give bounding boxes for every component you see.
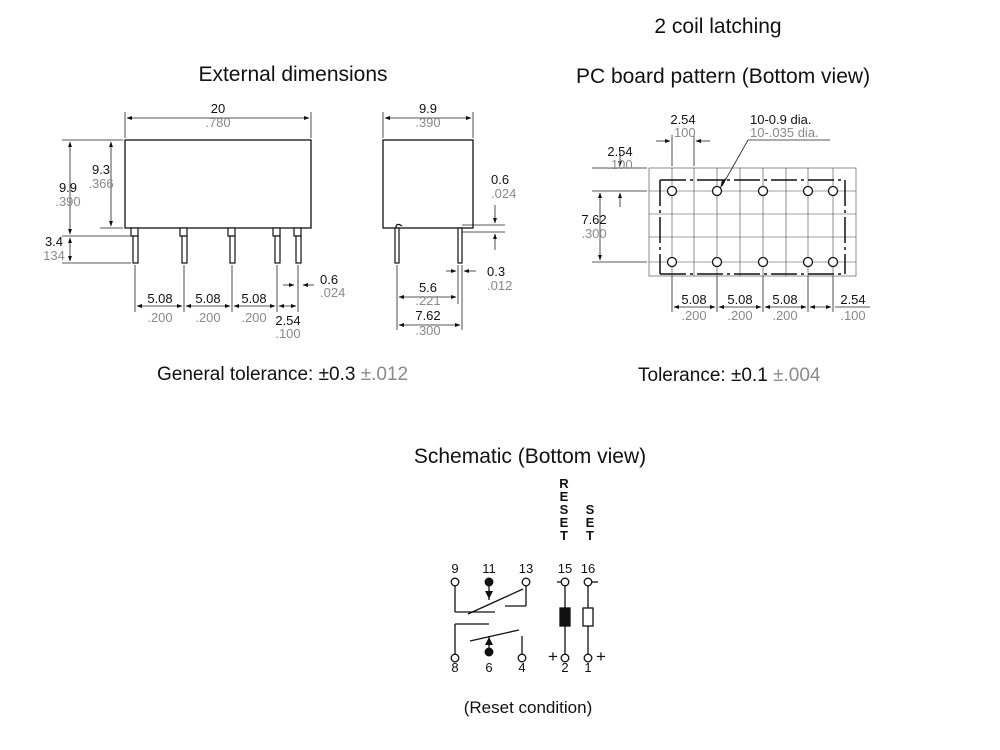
total-height-in: .390 [55,194,80,209]
contact-set-lower [450,623,527,663]
relay-body-side [382,139,474,229]
pin-16-label: 16 [581,561,595,576]
pin-length-in: 134 [43,248,65,263]
pcb-p4-in: .100 [840,308,865,323]
coil-plus-right: + [596,647,606,666]
pin-thickness2-mm: 0.3 [487,264,505,279]
front-pins [130,227,302,264]
pcb-p4-mm: 2.54 [840,292,865,307]
pcb-grid-lines [649,168,856,276]
left-pitch-mm: 2.54 [607,144,632,159]
row-spacing-mm: 7.62 [415,308,440,323]
hole-dia-mm: 10-0.9 dia. [750,112,811,127]
pcb-pattern-title: PC board pattern (Bottom view) [576,65,870,88]
pin-thickness2-in: .012 [487,278,512,293]
left-pitch-in: .100 [607,157,632,172]
length-in: .780 [205,115,230,130]
page-title: 2 coil latching [654,15,781,38]
pcb-p3-in: .200 [772,308,797,323]
length-mm: 20 [211,101,225,116]
top-pitch-mm: 2.54 [670,112,695,127]
pitch4-in: .100 [275,326,300,341]
top-pitch-in: .100 [670,125,695,140]
general-tolerance: General tolerance: ±0.3 ±.012 [157,364,408,385]
pin-15-label: 15 [558,561,572,576]
set-coil [582,577,598,663]
pin-width-in: .024 [320,285,345,300]
coil-plus-left: + [548,647,558,666]
pitch3-mm: 5.08 [241,291,266,306]
pcb-p3-mm: 5.08 [772,292,797,307]
pcb-p2-mm: 5.08 [727,292,752,307]
external-dimensions-section: External dimensions 20 .780 9.3 .366 [43,63,516,385]
pcb-p1-in: .200 [681,308,706,323]
pin-length-mm: 3.4 [45,234,63,249]
pitch1-mm: 5.08 [147,291,172,306]
total-height-mm: 9.9 [59,180,77,195]
pitch3-in: .200 [241,310,266,325]
row-offset-mm: 5.6 [419,280,437,295]
reset-coil [557,577,571,663]
contact-set-upper [450,577,531,615]
pin-2-label: 2 [561,660,568,675]
hole-dia-in: 10-.035 dia. [750,125,819,140]
pitch2-mm: 5.08 [195,291,220,306]
row-spacing-pcb-in: .300 [581,226,606,241]
body-height-mm: 9.3 [92,162,110,177]
row-spacing-in: .300 [415,323,440,338]
pin-9-label: 9 [451,561,458,576]
pin-6-label: 6 [485,660,492,675]
side-pin-left [394,227,400,264]
relay-body-front [124,139,312,229]
pin-13-label: 13 [519,561,533,576]
pin-11-label: 11 [482,561,496,576]
side-pin-right [457,227,463,264]
pitch1-in: .200 [147,310,172,325]
pcb-holes [666,185,839,268]
body-height-in: .366 [88,176,113,191]
schematic-caption: (Reset condition) [464,698,593,717]
pcb-p1-mm: 5.08 [681,292,706,307]
pin-8-label: 8 [451,660,458,675]
pin-thickness-in: .024 [491,186,516,201]
pin-thickness-mm: 0.6 [491,172,509,187]
pcb-p2-in: .200 [727,308,752,323]
pin-4-label: 4 [518,660,525,675]
pcb-pattern-section: PC board pattern (Bottom view) [576,65,870,386]
schematic-title: Schematic (Bottom view) [414,445,646,468]
width-mm: 9.9 [419,101,437,116]
external-dimensions-title: External dimensions [198,63,387,86]
pitch2-in: .200 [195,310,220,325]
pcb-grid-outline [648,167,857,277]
pin-width-mm: 0.6 [320,272,338,287]
row-spacing-pcb-mm: 7.62 [581,212,606,227]
pcb-tolerance: Tolerance: ±0.1 ±.004 [638,365,821,386]
pitch4-mm: 2.54 [275,313,300,328]
row-offset-in: .221 [415,293,440,308]
pin-1-label: 1 [584,660,591,675]
width-in: .390 [415,115,440,130]
